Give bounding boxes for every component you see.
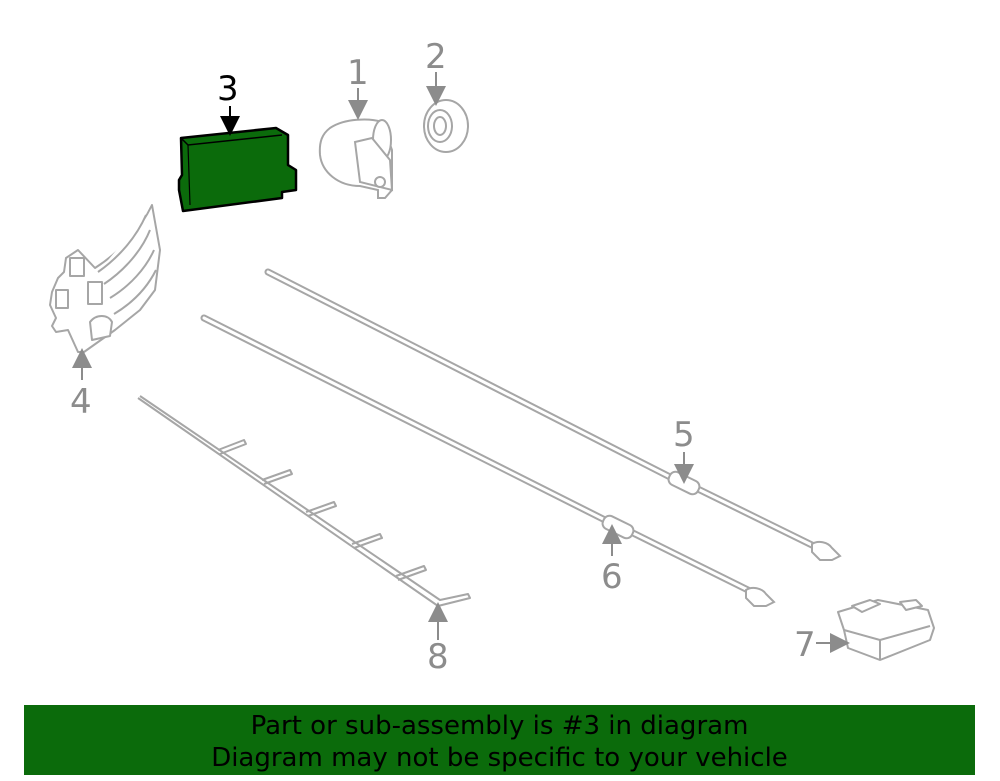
- part-7-module[interactable]: [837, 599, 935, 661]
- part-2-grommet[interactable]: [423, 99, 469, 153]
- callout-5: 5: [673, 415, 695, 455]
- callout-7: 7: [794, 625, 816, 665]
- info-banner: Part or sub-assembly is #3 in diagram Di…: [24, 705, 975, 775]
- banner-line-2: Diagram may not be specific to your vehi…: [211, 743, 788, 773]
- part-4-bracket[interactable]: [49, 204, 161, 353]
- part-5-cable[interactable]: [264, 268, 842, 561]
- callout-3: 3: [217, 69, 239, 109]
- part-3-control-module[interactable]: [177, 126, 298, 213]
- callout-8: 8: [427, 637, 449, 677]
- part-1-sensor[interactable]: [318, 118, 394, 199]
- callout-2: 2: [425, 37, 447, 77]
- callout-6: 6: [601, 557, 623, 597]
- callout-1: 1: [347, 53, 369, 93]
- banner-line-1: Part or sub-assembly is #3 in diagram: [250, 711, 749, 741]
- callout-4: 4: [70, 382, 92, 422]
- part-8-wiring-harness[interactable]: [137, 395, 471, 607]
- part-6-cable[interactable]: [200, 314, 776, 607]
